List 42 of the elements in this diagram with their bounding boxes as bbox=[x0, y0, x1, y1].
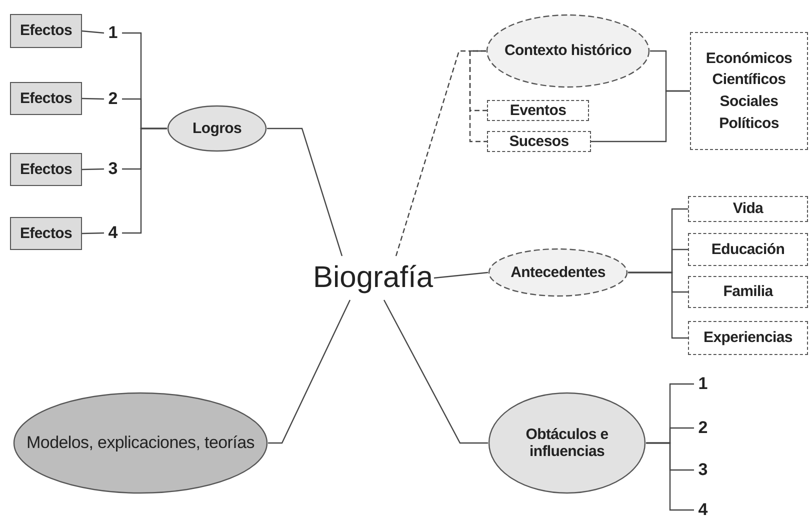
connector-line bbox=[82, 30, 104, 34]
label-box: Sucesos bbox=[487, 131, 591, 152]
label-box: Efectos bbox=[10, 153, 82, 186]
topic-oval: Antecedentes bbox=[488, 248, 628, 297]
connector-line bbox=[628, 272, 688, 339]
number-label: 1 bbox=[104, 21, 122, 45]
label-box: Experiencias bbox=[688, 321, 808, 355]
connector-line bbox=[383, 300, 488, 444]
category-text: Sociales bbox=[720, 92, 778, 112]
category-text: Científicos bbox=[712, 70, 786, 90]
topic-oval: Obtáculos e influencias bbox=[488, 392, 646, 494]
number-label: 2 bbox=[694, 416, 712, 440]
category-text: Políticos bbox=[719, 114, 779, 134]
label-box: Educación bbox=[688, 233, 808, 266]
connector-line bbox=[469, 50, 487, 142]
topic-oval: Modelos, explicaciones, teorías bbox=[13, 392, 268, 494]
connector-line bbox=[434, 272, 488, 279]
connector-line bbox=[122, 128, 167, 234]
connector-line bbox=[82, 98, 104, 100]
label-box: Eventos bbox=[487, 100, 589, 121]
number-label: 3 bbox=[694, 458, 712, 482]
label-box: Efectos bbox=[10, 217, 82, 250]
connector-line bbox=[591, 90, 690, 142]
label-box: Efectos bbox=[10, 82, 82, 115]
label-box: Efectos bbox=[10, 14, 82, 48]
label-box: Vida bbox=[688, 196, 808, 222]
number-label: 3 bbox=[104, 157, 122, 181]
topic-oval: Logros bbox=[167, 105, 267, 152]
category-box bbox=[690, 32, 808, 150]
connector-line bbox=[82, 168, 104, 170]
label-box: Familia bbox=[688, 276, 808, 308]
topic-oval: Contexto histórico bbox=[486, 14, 650, 88]
connector-line bbox=[267, 128, 343, 256]
number-label: 4 bbox=[104, 221, 122, 245]
connector-line bbox=[268, 300, 351, 444]
connector-line bbox=[646, 442, 694, 511]
number-label: 1 bbox=[694, 372, 712, 396]
number-label: 2 bbox=[104, 87, 122, 111]
central-topic: Biografía bbox=[312, 256, 434, 300]
number-label: 4 bbox=[694, 498, 712, 522]
connector-line bbox=[82, 232, 104, 234]
category-text: Económicos bbox=[706, 48, 792, 68]
